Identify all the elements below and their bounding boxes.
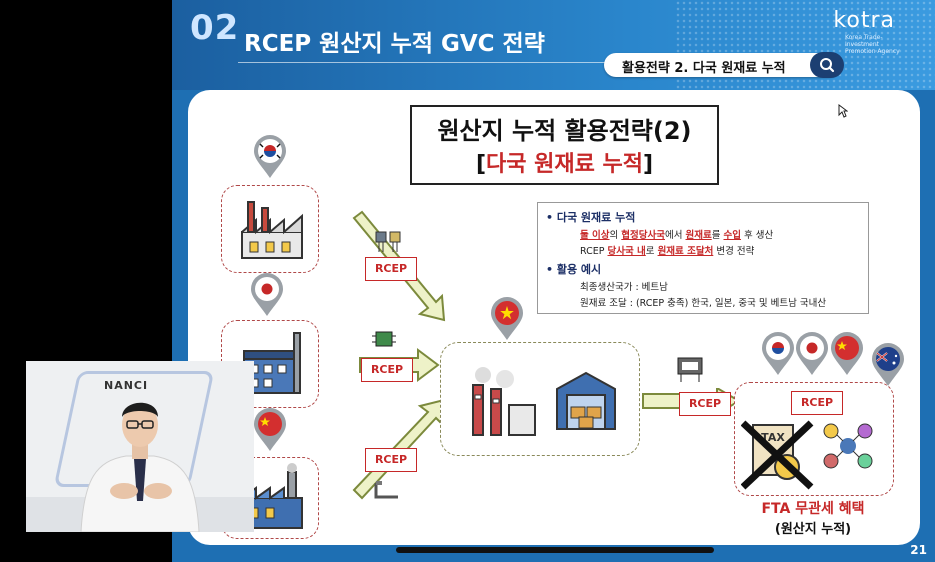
tax-document-icon: TAX: [741, 420, 814, 490]
strategy-pill-label: 활용전략 2. 다국 원재료 누적: [622, 61, 786, 76]
tax-label: TAX: [761, 431, 785, 444]
headline-red-text: 다국 원재료 누적: [486, 152, 643, 177]
rcep-tag-result: RCEP: [791, 391, 843, 415]
slide-title: RCEP 원산지 누적 GVC 전략: [244, 31, 545, 57]
china-flag-icon: [254, 408, 286, 451]
headline-line1: 원산지 누적 활용전략(2): [437, 117, 692, 145]
australia-flag-pin: [871, 343, 905, 391]
australia-flag-icon: [872, 343, 904, 386]
factory-chimney-icon: [472, 367, 536, 436]
japan-flag-pin-right: [795, 332, 829, 380]
china-flag-pin: [253, 408, 287, 456]
search-button[interactable]: [810, 52, 844, 78]
content-panel: 원산지 누적 활용전략(2) [다국 원재료 누적] • 다국 원재료 누적 둘…: [188, 90, 920, 545]
rcep-tag-top: RCEP: [365, 257, 417, 281]
headline-line2: [다국 원재료 누적]: [412, 146, 717, 178]
mouse-cursor-icon: [838, 104, 848, 118]
presentation-slide: 02 RCEP 원산지 누적 GVC 전략 kotra Korea Trade-…: [172, 0, 935, 562]
kotra-logo: kotra: [833, 8, 895, 33]
korea-flag-pin: [253, 135, 287, 183]
sewing-part-icon: [374, 481, 398, 499]
rcep-tag-bottom: RCEP: [365, 448, 417, 472]
horizontal-scrollbar[interactable]: [396, 547, 714, 553]
warehouse-icon: [556, 371, 616, 430]
rcep-tag-middle: RCEP: [361, 358, 413, 382]
presenter-figure: [26, 402, 254, 532]
search-icon: [820, 58, 835, 73]
japan-factory-box: [221, 320, 319, 408]
japan-flag-pin: [250, 273, 284, 321]
korea-factory-box: [221, 185, 319, 273]
vietnam-flag-pin: [490, 297, 524, 345]
page-number: 21: [910, 543, 927, 557]
component-icon: [375, 231, 401, 252]
korea-flag-icon: [762, 332, 794, 375]
japan-flag-icon: [796, 332, 828, 375]
info-box: • 다국 원재료 누적 둘 이상의 협정당사국에서 원재료를 수입 후 생산 R…: [537, 202, 869, 314]
info-bullet-1: • 다국 원재료 누적: [546, 211, 636, 224]
korea-flag-icon: [254, 135, 286, 178]
vietnam-production-box: [440, 342, 640, 456]
factory-icon: [241, 201, 303, 259]
presenter-webcam: NANCI: [26, 361, 254, 532]
section-number: 02: [190, 8, 240, 48]
rcep-tag-right: RCEP: [679, 392, 731, 416]
bracket-close: ]: [643, 152, 654, 177]
info-line-1: 둘 이상의 협정당사국에서 원재료를 수입 후 생산: [580, 230, 774, 241]
kotra-logo-subtitle: Korea Trade-Investment Promotion Agency: [845, 34, 900, 55]
korea-flag-pin-right: [761, 332, 795, 380]
machine-icon: [677, 357, 703, 382]
chip-icon: [372, 331, 396, 347]
title-underline: [238, 62, 648, 63]
fta-benefit-subtitle: (원산지 누적): [774, 522, 852, 537]
info-bullet-2: • 활용 예시: [546, 263, 602, 276]
info-line-2: RCEP 당사국 내로 원재료 조달처 변경 전략: [580, 246, 755, 257]
strategy-pill: 활용전략 2. 다국 원재료 누적: [604, 52, 844, 78]
china-flag-pin-right: [830, 332, 864, 380]
china-flag-icon: [831, 332, 863, 375]
trade-network-icon: [823, 423, 873, 469]
headline-box: 원산지 누적 활용전략(2) [다국 원재료 누적]: [410, 105, 719, 185]
info-line-4: 원재료 조달 : (RCEP 충족) 한국, 일본, 중국 및 베트남 국내산: [580, 298, 827, 309]
info-line-3: 최종생산국가 : 베트남: [580, 282, 668, 293]
vietnam-flag-icon: [491, 297, 523, 340]
bracket-open: [: [475, 152, 486, 177]
japan-flag-icon: [251, 273, 283, 316]
backdrop-text: NANCI: [104, 379, 149, 392]
fta-benefit-title: FTA 무관세 혜택: [761, 501, 865, 517]
